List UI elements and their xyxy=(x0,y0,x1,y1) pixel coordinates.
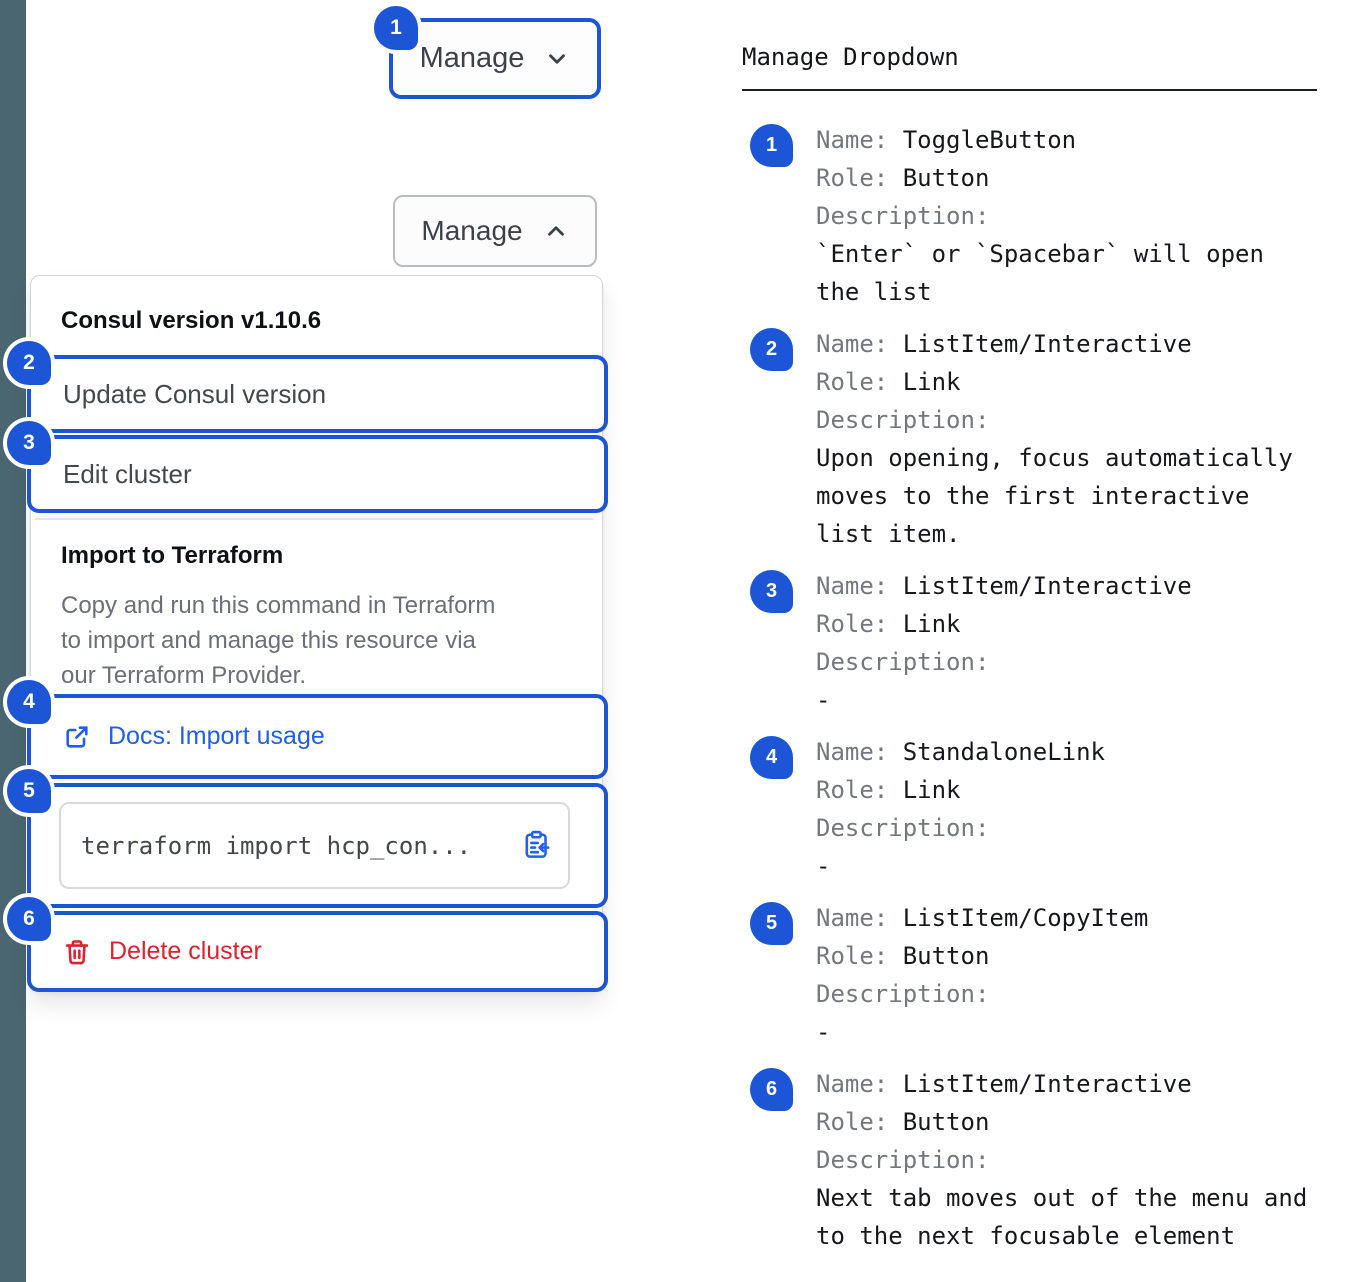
menu-item-edit-cluster[interactable]: Edit cluster xyxy=(27,435,608,513)
import-section-description: Copy and run this command in Terraform t… xyxy=(61,592,496,689)
step-badge-5: 5 xyxy=(750,902,793,945)
entry-role-row: Role: Button xyxy=(816,164,990,192)
consul-version-header: Consul version v1.10.6 xyxy=(61,307,322,334)
step-badge-3: 3 xyxy=(750,570,793,613)
menu-divider xyxy=(35,518,594,520)
entry-name-row: Name: ListItem/Interactive xyxy=(816,330,1192,358)
docs-link-label: Docs: Import usage xyxy=(108,722,325,750)
step-badge-6: 6 xyxy=(7,897,51,941)
menu-item-update-consul-version[interactable]: Update Consul version xyxy=(27,355,608,433)
entry-description-text: `Enter` or `Spacebar` will open the list xyxy=(816,240,1264,306)
chevron-up-icon xyxy=(543,218,569,244)
step-badge-3: 3 xyxy=(7,421,51,465)
entry-description-label: Description: xyxy=(816,406,990,434)
step-badge-6: 6 xyxy=(750,1068,793,1111)
entry-name-row: Name: ToggleButton xyxy=(816,126,1077,154)
spec-entry-3: 3 Name: ListItem/Interactive Role: Link … xyxy=(742,567,1317,719)
code-snippet-box: terraform import hcp_con... xyxy=(59,802,570,889)
entry-description-text: - xyxy=(816,686,831,714)
step-badge-4: 4 xyxy=(7,680,51,724)
delete-cluster-label: Delete cluster xyxy=(109,937,262,965)
spec-entry-6: 6 Name: ListItem/Interactive Role: Butto… xyxy=(742,1065,1317,1255)
spec-entry-5: 5 Name: ListItem/CopyItem Role: Button D… xyxy=(742,899,1317,1051)
spec-entries: 1 Name: ToggleButton Role: Button Descri… xyxy=(742,121,1317,1255)
spec-entry-1: 1 Name: ToggleButton Role: Button Descri… xyxy=(742,121,1317,311)
step-badge-4: 4 xyxy=(750,736,793,779)
manage-button-label: Manage xyxy=(419,42,525,74)
entry-description-label: Description: xyxy=(816,814,990,842)
manage-button-label: Manage xyxy=(421,215,523,246)
external-link-icon xyxy=(63,723,91,751)
step-badge-5: 5 xyxy=(7,769,51,813)
clipboard-copy-icon[interactable] xyxy=(521,830,552,861)
chevron-down-icon xyxy=(544,46,570,72)
menu-item-docs-import-usage[interactable]: Docs: Import usage xyxy=(27,694,608,779)
manage-toggle-button-open[interactable]: Manage xyxy=(393,195,597,267)
entry-role-row: Role: Button xyxy=(816,942,990,970)
page-edge-strip xyxy=(0,0,26,1282)
manage-dropdown-menu: Consul version v1.10.6 Update Consul ver… xyxy=(27,275,608,992)
menu-item-label: Edit cluster xyxy=(63,458,192,489)
entry-role-row: Role: Button xyxy=(816,1108,990,1136)
spec-entry-2: 2 Name: ListItem/Interactive Role: Link … xyxy=(742,325,1317,553)
entry-name-row: Name: ListItem/Interactive xyxy=(816,572,1192,600)
spec-panel-title: Manage Dropdown xyxy=(742,43,959,71)
entry-role-row: Role: Link xyxy=(816,610,961,638)
entry-description-label: Description: xyxy=(816,202,990,230)
entry-name-row: Name: ListItem/Interactive xyxy=(816,1070,1192,1098)
entry-description-text: Next tab moves out of the menu and to th… xyxy=(816,1184,1308,1250)
entry-role-row: Role: Link xyxy=(816,368,961,396)
entry-name-row: Name: StandaloneLink xyxy=(816,738,1105,766)
entry-description-label: Description: xyxy=(816,980,990,1008)
entry-description-label: Description: xyxy=(816,1146,990,1174)
trash-icon xyxy=(63,938,91,966)
manage-toggle-button-closed[interactable]: Manage xyxy=(389,18,601,99)
terraform-command-text: terraform import hcp_con... xyxy=(81,831,472,860)
menu-item-copy-terraform-command[interactable]: terraform import hcp_con... xyxy=(27,783,608,908)
entry-description-text: - xyxy=(816,852,831,880)
entry-role-row: Role: Link xyxy=(816,776,961,804)
spec-entry-4: 4 Name: StandaloneLink Role: Link Descri… xyxy=(742,733,1317,885)
step-badge-1: 1 xyxy=(750,124,793,167)
menu-item-label: Update Consul version xyxy=(63,378,327,409)
step-badge-2: 2 xyxy=(750,328,793,371)
import-section-title: Import to Terraform xyxy=(61,542,284,569)
title-underline xyxy=(742,89,1317,91)
entry-description-label: Description: xyxy=(816,648,990,676)
step-badge-2: 2 xyxy=(7,341,51,385)
entry-description-text: - xyxy=(816,1018,831,1046)
entry-name-row: Name: ListItem/CopyItem xyxy=(816,904,1149,932)
spec-panel: Manage Dropdown 1 Name: ToggleButton Rol… xyxy=(742,42,1317,1269)
step-badge-1: 1 xyxy=(374,6,418,50)
menu-item-delete-cluster[interactable]: Delete cluster xyxy=(27,911,608,992)
entry-description-text: Upon opening, focus automatically moves … xyxy=(816,444,1293,548)
